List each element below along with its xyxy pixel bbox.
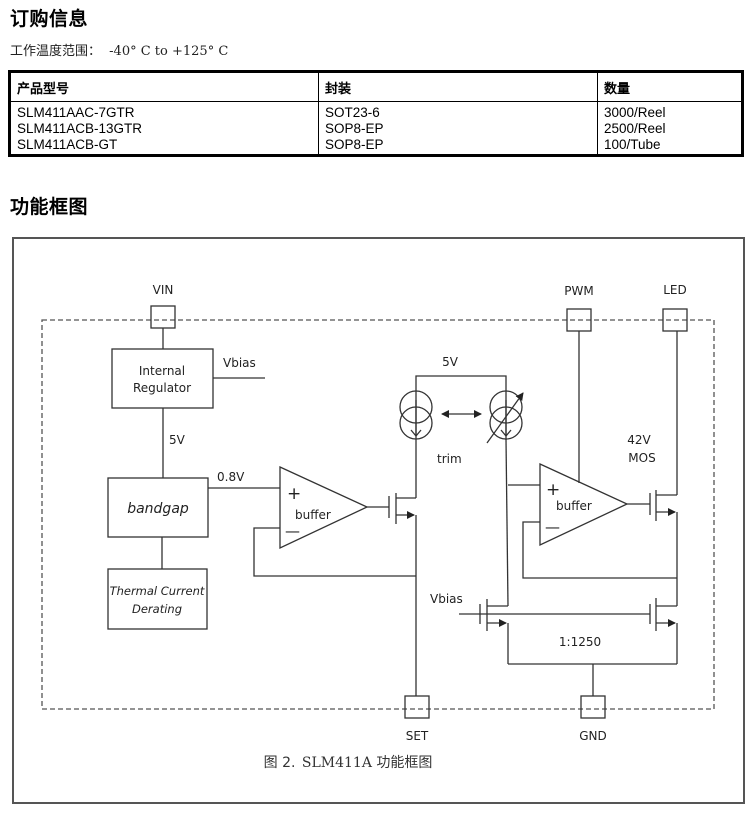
- right-buffer-label: buffer: [556, 499, 592, 513]
- left-buffer-plus: +: [287, 484, 301, 504]
- pin-set-label: SET: [406, 729, 429, 743]
- right-buffer-minus: —: [545, 518, 560, 536]
- right-buffer-amplifier: [539, 462, 629, 547]
- figure-caption: 图 2. SLM411A 功能框图: [0, 752, 756, 772]
- header-quantity: 数量: [597, 71, 743, 102]
- mirror-transistor-right: [649, 598, 678, 664]
- cell-package: SOP8-EP: [318, 121, 598, 137]
- temperature-label: 工作温度范围：: [10, 44, 102, 59]
- vbias-top-label: Vbias: [223, 356, 256, 370]
- left-buffer-label: buffer: [295, 508, 331, 522]
- chip-boundary: [41, 319, 715, 710]
- ref-voltage-label: 0.8V: [217, 470, 245, 484]
- cell-part-number: SLM411AAC-7GTR: [9, 101, 319, 121]
- mirror-ratio-label: 1:1250: [559, 635, 601, 649]
- current-source-left: [399, 390, 433, 440]
- bandgap-block: [107, 477, 209, 538]
- cell-package: SOT23-6: [318, 101, 598, 121]
- trim-label: trim: [437, 452, 462, 466]
- left-buffer-amplifier: [279, 465, 369, 550]
- cell-quantity: 2500/Reel: [604, 121, 666, 136]
- cell-package: SOP8-EP: [318, 137, 598, 156]
- cell-part-number: SLM411ACB-GT: [9, 137, 319, 156]
- header-package: 封装: [318, 71, 598, 102]
- mos-label-line1: 42V: [627, 433, 651, 447]
- table-row: SLM411AAC-7GTR SOT23-6 3000/Reel: [9, 101, 743, 121]
- regulator-label-line2: Regulator: [133, 381, 191, 395]
- pin-vin: VIN: [150, 283, 176, 329]
- pin-led: LED: [662, 283, 688, 332]
- left-buffer-minus: —: [285, 522, 300, 540]
- right-buffer-plus: +: [546, 480, 560, 500]
- thermal-derating-block: [107, 568, 208, 630]
- cell-part-number: SLM411ACB-13GTR: [9, 121, 319, 137]
- table-row: SLM411ACB-13GTR SOP8-EP 2500/Reel: [9, 121, 743, 137]
- ordering-table: 产品型号 封装 数量 SLM411AAC-7GTR SOT23-6 3000/R…: [8, 70, 744, 157]
- cell-quantity: 100/Tube: [604, 137, 661, 152]
- mos-label-line2: MOS: [628, 451, 655, 465]
- pin-gnd-label: GND: [579, 729, 607, 743]
- mirror-transistor-left: [479, 599, 509, 664]
- ordering-info-heading: 订购信息: [10, 8, 89, 30]
- pin-led-label: LED: [663, 283, 687, 297]
- vbias-bottom-label: Vbias: [430, 592, 463, 606]
- cell-quantity: 3000/Reel: [604, 105, 666, 120]
- caption-text: SLM411A 功能框图: [301, 755, 433, 771]
- pin-pwm: PWM: [564, 284, 594, 332]
- five-v-top-label: 5V: [442, 355, 459, 369]
- current-source-trimmable: [486, 390, 524, 444]
- table-row: SLM411ACB-GT SOP8-EP 100/Tube: [9, 137, 743, 156]
- figure-frame: [12, 237, 745, 804]
- internal-regulator-block: [111, 348, 214, 409]
- five-v-left-label: 5V: [169, 433, 186, 447]
- output-42v-mos-transistor: [649, 331, 678, 598]
- thermal-label-line2: Derating: [132, 602, 182, 616]
- bandgap-label: bandgap: [127, 501, 189, 517]
- pin-gnd: GND: [579, 695, 607, 743]
- pin-vin-label: VIN: [153, 283, 174, 297]
- left-nmos-transistor: [388, 440, 417, 696]
- caption-prefix: 图: [263, 755, 278, 771]
- pin-set: SET: [404, 695, 430, 743]
- table-header-row: 产品型号 封装 数量: [9, 71, 743, 102]
- regulator-label-line1: Internal: [139, 364, 185, 378]
- caption-number: 2.: [282, 755, 296, 771]
- temperature-range: -40° C to +125° C: [109, 44, 229, 59]
- pin-pwm-label: PWM: [564, 284, 593, 298]
- header-part-number: 产品型号: [9, 71, 319, 102]
- operating-temperature: 工作温度范围： -40° C to +125° C: [10, 40, 228, 59]
- thermal-label-line1: Thermal Current: [110, 584, 205, 598]
- block-diagram-heading: 功能框图: [10, 196, 89, 218]
